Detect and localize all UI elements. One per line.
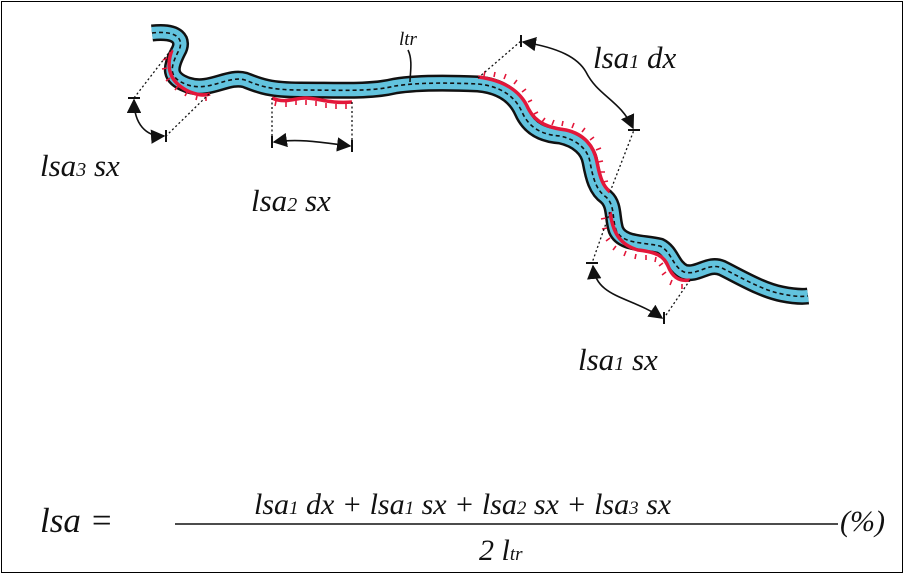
formula-lhs: lsa = (40, 503, 113, 538)
measure-lsa1-sx (586, 263, 664, 324)
measure-lsa2 (272, 136, 352, 152)
river-water (152, 32, 808, 296)
label-lsa1-dx: lsa1 dx (593, 42, 676, 73)
river-centerline (152, 32, 808, 296)
formula-unit: (%) (840, 507, 885, 537)
label-lsa2-sx: lsa2 sx (251, 185, 331, 216)
river-outline (152, 32, 808, 296)
label-ltr: ltr (399, 30, 417, 49)
formula-denominator: 2 ltr (479, 536, 523, 566)
eroded-bank-lsa2 (272, 98, 352, 109)
measure-lsa3 (128, 98, 166, 142)
label-lsa3-sx: lsa3 sx (40, 150, 120, 181)
label-lsa1-sx: lsa1 sx (578, 344, 658, 375)
formula-numerator: lsa1 dx + lsa1 sx + lsa2 sx + lsa3 sx (254, 490, 671, 520)
